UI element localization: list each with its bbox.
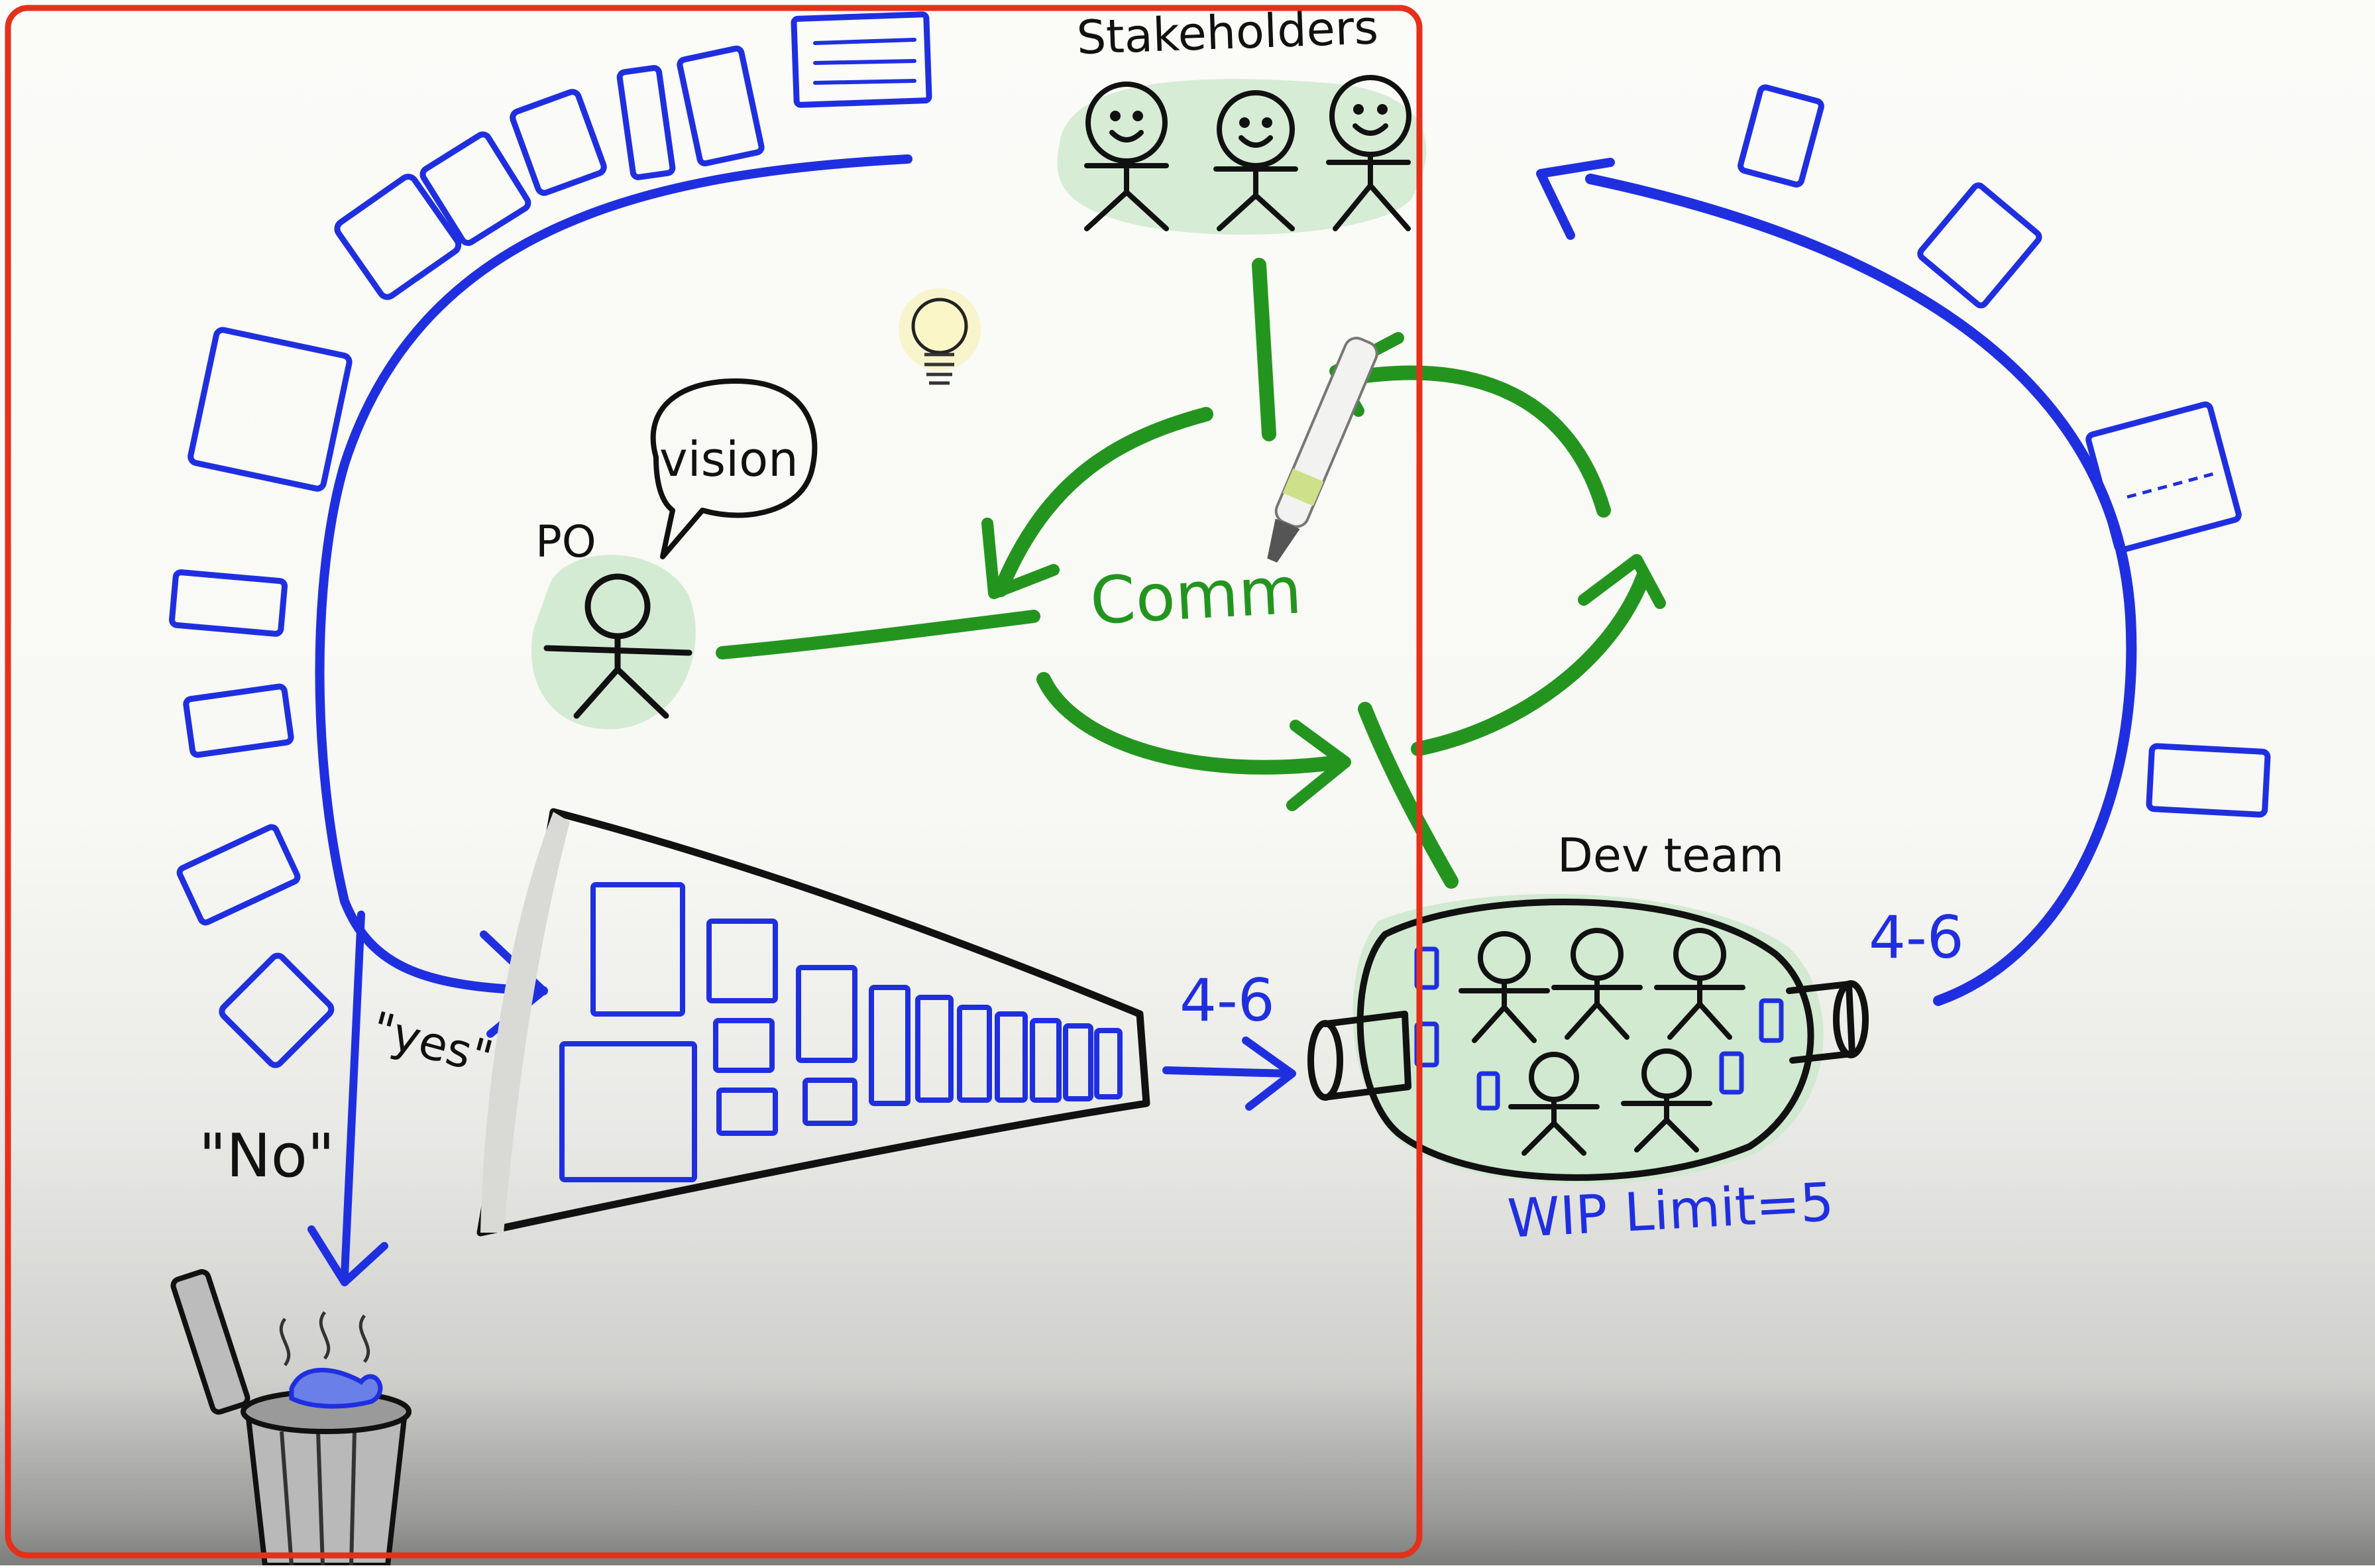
idea-card <box>188 327 353 492</box>
yes-label: "yes" <box>366 1001 498 1086</box>
no-arrow <box>341 911 365 1280</box>
intake-arrow <box>1162 1066 1293 1078</box>
cycle-arrowhead <box>1286 720 1351 811</box>
inlet-pipe <box>1307 1011 1411 1101</box>
cycle-arc <box>1345 365 1611 518</box>
dev-member <box>1621 1048 1712 1152</box>
cycle-arrowhead <box>1578 554 1666 609</box>
idea-card <box>334 174 462 300</box>
vision-speech-bubble <box>650 378 818 559</box>
cycle-arc <box>993 407 1213 597</box>
dev-member <box>1654 928 1745 1040</box>
idea-card <box>791 11 932 108</box>
backlog-item <box>706 919 778 1003</box>
backlog-item <box>802 1078 857 1126</box>
dev-team-blob <box>1353 894 1824 1184</box>
incoming-ideas-cards <box>168 11 932 1068</box>
wip-item <box>1719 1051 1744 1095</box>
backlog-item <box>1063 1023 1093 1101</box>
throughput-out-label: 4-6 <box>1869 903 1964 972</box>
backlog-item <box>957 1005 992 1103</box>
no-label: "No" <box>199 1121 335 1191</box>
marker-pen-icon <box>1267 337 1378 563</box>
idea-card <box>616 65 676 180</box>
delivery-arrowhead <box>1536 158 1615 240</box>
stakeholder-figure <box>1213 90 1298 231</box>
delivery-loop <box>1585 174 2137 1006</box>
delivered-card <box>1917 182 2042 309</box>
comm-label: Comm <box>1088 553 1303 640</box>
backlog-item <box>590 882 685 1017</box>
backlog-item <box>869 985 911 1106</box>
stakeholder-figures <box>1084 75 1411 231</box>
dev-members <box>1459 928 1745 1156</box>
idea-card <box>176 824 301 926</box>
outlet-pipe <box>1786 980 1869 1064</box>
backlog-item <box>1030 1018 1062 1103</box>
backlog-funnel <box>476 808 1150 1237</box>
cycle-arc <box>1036 672 1346 775</box>
backlog-items <box>559 882 1123 1182</box>
idea-card <box>510 89 607 196</box>
backlog-item <box>1094 1028 1123 1099</box>
stakeholder-link <box>1252 258 1276 441</box>
po-comm-line <box>716 610 1040 659</box>
po-label: PO <box>535 516 596 567</box>
idea-card <box>168 569 288 637</box>
backlog-item <box>915 995 954 1103</box>
delivered-cards <box>1738 84 2271 818</box>
no-arrowhead <box>307 1225 388 1286</box>
stakeholder-figure <box>1326 75 1411 231</box>
cycle-arrowhead <box>981 518 1060 599</box>
backlog-item <box>995 1011 1028 1103</box>
wip-item <box>1759 998 1784 1043</box>
communication-cycle <box>716 258 1666 889</box>
vision-label: vision <box>659 431 799 487</box>
delivered-card <box>1738 84 1824 188</box>
idea-card <box>419 131 531 247</box>
idea-flow-loop <box>315 154 912 995</box>
wip-item <box>1476 1071 1500 1111</box>
idea-card <box>677 45 765 167</box>
trash-can-icon <box>170 1269 412 1568</box>
stakeholder-figure <box>1084 82 1169 231</box>
po-blob <box>531 555 696 730</box>
backlog-item <box>796 965 857 1063</box>
card-lines <box>813 38 916 85</box>
dev-team <box>1307 894 1869 1184</box>
funnel-mouth <box>480 812 570 1233</box>
dev-member <box>1508 1052 1600 1156</box>
backlog-item <box>713 1018 775 1073</box>
dev-member <box>1459 931 1550 1043</box>
dev-member <box>1551 928 1643 1040</box>
devteam-link <box>1358 702 1459 889</box>
funnel-outline <box>476 808 1150 1237</box>
idea-card <box>183 683 294 758</box>
dev-team-label: Dev team <box>1557 828 1784 883</box>
idea-card <box>219 952 335 1068</box>
po-figure <box>543 573 692 719</box>
lightbulb-icon <box>899 288 981 385</box>
backlog-item <box>716 1088 778 1136</box>
delivered-card <box>2085 401 2242 553</box>
highlight-frame <box>5 5 1423 1559</box>
intake-arrowhead <box>1242 1036 1296 1111</box>
card-divider <box>2126 472 2214 499</box>
backlog-item <box>559 1041 697 1182</box>
dev-team-body <box>1356 899 1814 1181</box>
stakeholders-label: Stakeholders <box>1076 0 1379 65</box>
cycle-arc <box>1411 569 1651 756</box>
delivered-card <box>2146 743 2271 818</box>
throughput-in-label: 4-6 <box>1180 966 1275 1035</box>
